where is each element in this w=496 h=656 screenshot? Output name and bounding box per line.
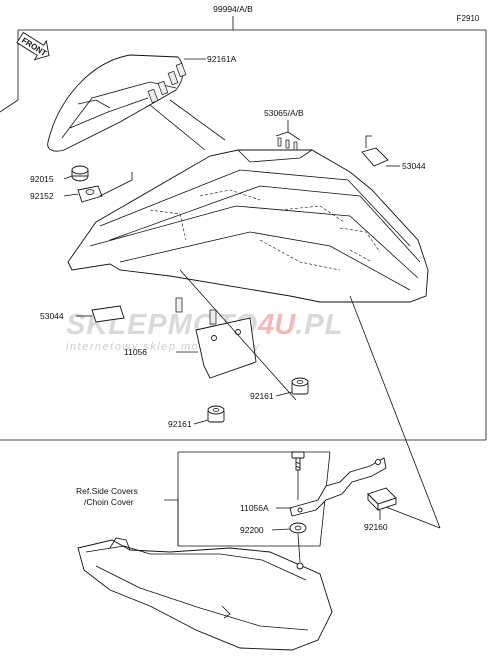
label-92161-right: 92161: [250, 391, 274, 401]
side-cover: [77, 537, 333, 651]
bolt: [291, 451, 305, 471]
damper-53044-upper: [361, 135, 389, 167]
washer-92200: [289, 522, 307, 534]
side-cover-guide: [297, 533, 301, 563]
assembly-ref-label: 99994/A/B: [213, 4, 253, 14]
leader-53065: [275, 120, 301, 141]
nut-92015: [71, 165, 89, 182]
nut-92161-left: [207, 405, 225, 423]
guide-92152: [99, 172, 133, 197]
reference-note-line1: Ref.Side Covers: [76, 486, 138, 496]
leader-92200: [271, 528, 291, 531]
label-92152: 92152: [30, 191, 54, 201]
pad-92160: [367, 487, 397, 512]
label-11056: 11056: [124, 347, 147, 357]
label-53044-lower: 53044: [40, 311, 64, 321]
rivets-53065: [277, 137, 298, 151]
assembly-bracket: [0, 16, 487, 441]
collar-92152: [77, 185, 103, 203]
reference-note-line2: /Choin Cover: [84, 497, 134, 507]
leader-92161-left: [193, 419, 209, 425]
label-53065: 53065/A/B: [264, 108, 304, 118]
guide-lines: [149, 99, 226, 151]
front-arrow-icon: FRONT: [16, 31, 50, 61]
label-92161a: 92161A: [207, 54, 237, 64]
nut-92161-right: [291, 377, 309, 395]
damper-53044-lower: [91, 305, 125, 323]
watermark-brand-part3: 4U: [257, 309, 296, 341]
label-11056a: 11056A: [240, 503, 269, 513]
label-92015: 92015: [30, 174, 54, 184]
reference-leader: [164, 499, 179, 546]
label-92161-left: 92161: [168, 419, 192, 429]
watermark-brand-part4: .PL: [295, 309, 343, 341]
cover-clips: [147, 62, 187, 104]
bracket-11056: [175, 297, 257, 379]
seat-cowl-main: [67, 149, 429, 303]
label-92160: 92160: [364, 522, 388, 532]
label-53044-upper: 53044: [402, 161, 426, 171]
figure-code: F2910: [457, 14, 480, 23]
leader-92015: [63, 175, 73, 180]
leader-92152: [63, 193, 79, 197]
label-92200: 92200: [240, 525, 264, 535]
seat-cover-92161a: [47, 54, 187, 152]
bracket-11056a: [289, 457, 387, 517]
